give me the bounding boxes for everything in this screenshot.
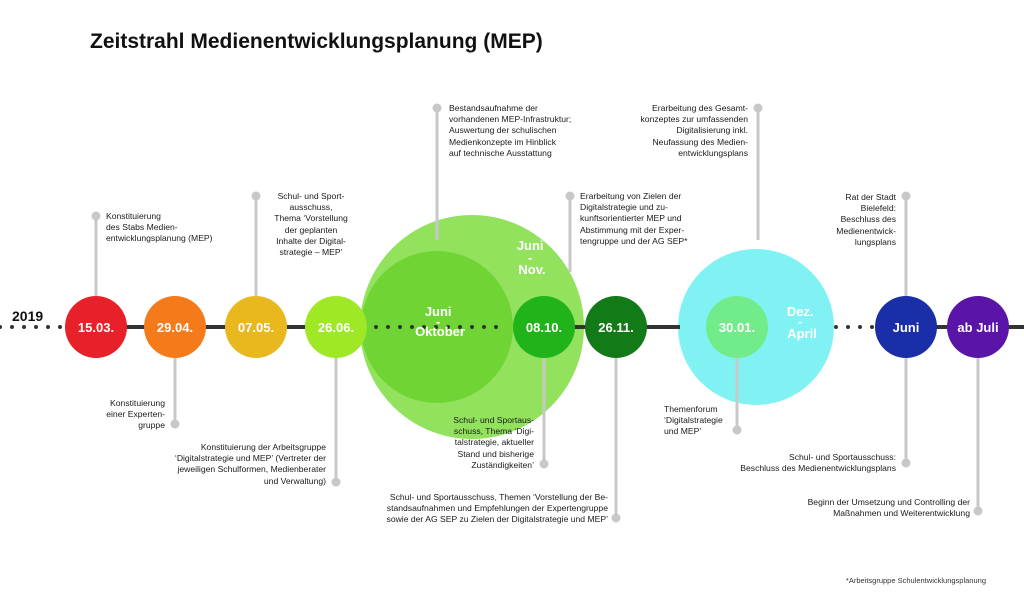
milestone-circle-2 [225, 296, 287, 358]
milestone-date-label-5: 26.11. [598, 320, 633, 335]
milestone-circle-6 [706, 296, 768, 358]
range-label-dez-april-l1: Dez. [787, 304, 814, 319]
footnote: *Arbeitsgruppe Schulentwicklungsplanung [845, 576, 986, 585]
range-label-dez-april-l2: - [798, 314, 802, 329]
milestone-date-label-8: ab Juli [957, 320, 998, 335]
range-label-juni-oktober-l3: Oktober [415, 324, 465, 339]
connector-dot-dez-april [753, 103, 763, 113]
annotation-ausschuss-digitalstrategie: Schul- und Sportaus- schuss, Thema ‘Digi… [453, 415, 534, 470]
connector-dot-juni-oktober [432, 103, 442, 113]
annotation-themenforum: Themenforum ‘Digitalstrategie und MEP’ [664, 404, 723, 437]
milestone-group: 15.03. 29.04. 07.05. 26.06. 08.10. 26.11. 30.0… [65, 296, 1009, 358]
annotation-ausschuss-beschluss: Schul- und Sportausschuss: Beschluss des… [740, 452, 896, 474]
connector-dot-15-03 [91, 211, 101, 221]
connector-dot-26-11 [611, 513, 621, 523]
connector-dot-08-10 [539, 459, 549, 469]
milestone-circle-5 [585, 296, 647, 358]
milestone-circle-7 [875, 296, 937, 358]
connector-dot-ab-juli [973, 506, 983, 516]
annotation-ziele-erarbeitung: Erarbeitung von Zielen der Digitalstrate… [580, 191, 688, 246]
annotation-umsetzung: Beginn der Umsetzung und Controlling der… [807, 497, 970, 519]
milestone-circle-8 [947, 296, 1009, 358]
connector-dot-30-01 [732, 425, 742, 435]
milestone-date-label-6: 30.01. [719, 320, 755, 335]
annotation-arbeitsgruppe: Konstituierung der Arbeitsgruppe ‘Digita… [174, 442, 326, 486]
annotation-gesamtkonzept: Erarbeitung des Gesamt- konzeptes zur um… [640, 103, 749, 158]
milestone-date-label-1: 29.04. [157, 320, 193, 335]
range-label-dez-april-l3: April [787, 326, 817, 341]
milestone-circle-4 [513, 296, 575, 358]
connector-dot-29-04 [170, 419, 180, 429]
annotation-expertengruppe: Konstituierung einer Experten- gruppe [106, 398, 165, 431]
range-label-juni-oktober-l2: - [436, 314, 440, 329]
milestone-circle-0 [65, 296, 127, 358]
range-label-juni-nov: Juni - Nov. [517, 238, 547, 277]
range-label-juni-nov-l1: Juni [517, 238, 544, 253]
milestone-date-label-3: 26.06. [318, 320, 354, 335]
range-label-dez-april: Dez. - April [787, 304, 817, 341]
connector-dot-07-05 [251, 191, 261, 201]
range-label-juni-nov-l2: - [528, 250, 532, 265]
connector-dot-juni-nov [565, 191, 575, 201]
milestone-circle-1 [144, 296, 206, 358]
page-title: Zeitstrahl Medienentwicklungsplanung (ME… [90, 30, 543, 53]
milestone-circle-3 [305, 296, 367, 358]
annotation-ausschuss-vorstellung: Schul- und Sport- ausschuss, Thema ‘Vors… [274, 191, 348, 258]
milestone-date-label-7: Juni [893, 320, 920, 335]
connector-dot-juni-ausschuss [901, 458, 911, 468]
annotation-rat-beschluss: Rat der Stadt Bielefeld: Beschluss des M… [836, 192, 896, 247]
annotation-bestandsaufnahme: Bestandsaufnahme der vorhandenen MEP-Inf… [449, 103, 572, 158]
range-label-juni-oktober: Juni - Oktober [415, 304, 465, 339]
milestone-date-label-0: 15.03. [78, 320, 114, 335]
range-label-juni-nov-l3: Nov. [518, 262, 545, 277]
connector-dot-26-06 [331, 477, 341, 487]
range-label-juni-oktober-l1: Juni [425, 304, 452, 319]
milestone-date-label-2: 07.05. [238, 320, 274, 335]
connector-dot-juni-rat [901, 191, 911, 201]
year-label: 2019 [12, 308, 44, 324]
annotation-ausschuss-bestandsaufnahmen: Schul- und Sportausschuss, Themen ‘Vorst… [386, 492, 608, 525]
milestone-date-label-4: 08.10. [526, 320, 562, 335]
annotation-stab-konstituierung: Konstituierung des Stabs Medien- entwick… [106, 211, 213, 244]
